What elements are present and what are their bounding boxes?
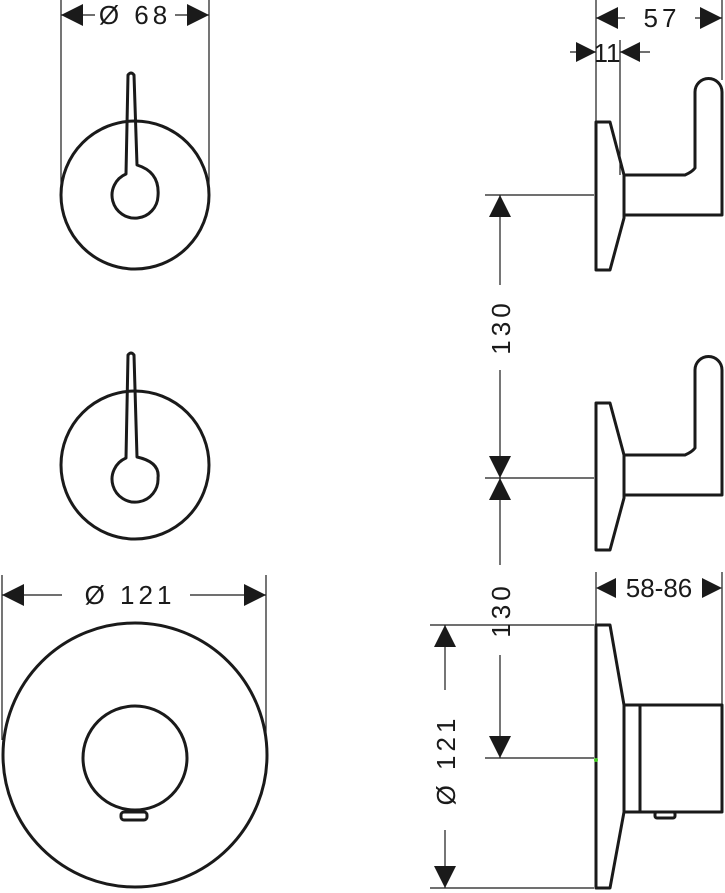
dimension-thermostat-depth: 58-86 [595, 572, 723, 705]
dimension-depth-57: 57 11 [570, 0, 723, 175]
center-marker [594, 758, 598, 762]
label-depth-57: 57 [644, 3, 681, 33]
label-thermostat-depth: 58-86 [626, 573, 693, 603]
front-view-thermostat [1, 621, 269, 889]
dimension-spacing: 130 130 [485, 194, 594, 759]
side-view-thermostat [594, 623, 724, 890]
front-view-top [59, 71, 211, 271]
label-spacing-upper: 130 [486, 299, 516, 354]
label-plate-depth: 11 [594, 38, 621, 68]
dimension-side-diameter: Ø 121 [430, 624, 594, 889]
label-spacing-lower: 130 [486, 582, 516, 637]
label-top-diameter: Ø 68 [99, 0, 171, 30]
front-view-middle [59, 351, 211, 541]
label-side-diameter: Ø 121 [431, 715, 461, 806]
side-view-top [594, 77, 724, 272]
dimension-top-diameter: Ø 68 [60, 0, 210, 190]
side-view-middle [594, 355, 724, 552]
label-bottom-diameter: Ø 121 [85, 580, 176, 610]
dimension-bottom-diameter: Ø 121 [1, 575, 267, 740]
